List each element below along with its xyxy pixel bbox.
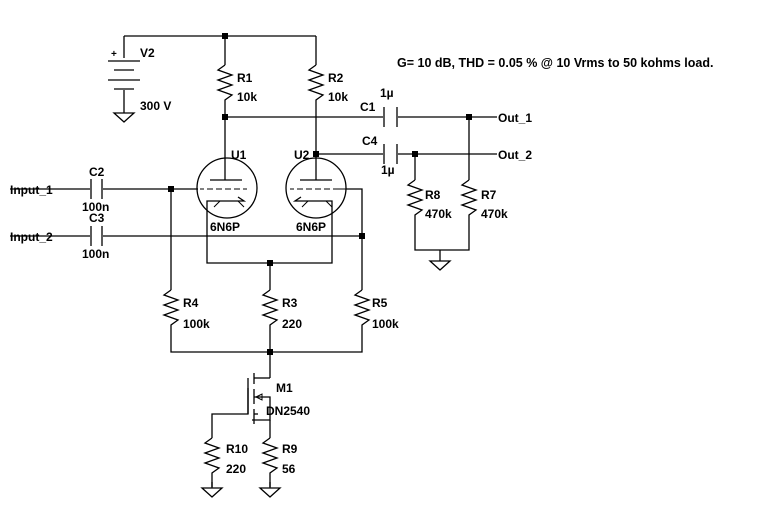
- r2-name-label: R2: [328, 71, 344, 85]
- resistor-r10: R10 220: [203, 437, 248, 487]
- capacitor-c4: C4 1µ: [362, 134, 398, 177]
- resistor-r9: R9 56: [261, 437, 298, 487]
- c1-name-label: C1: [360, 100, 376, 114]
- r8-value-label: 470k: [425, 207, 452, 221]
- c3-value-label: 100n: [82, 247, 109, 261]
- junction-dots: [168, 33, 472, 355]
- c1-value-label: 1µ: [380, 86, 394, 100]
- mosfet-m1: M1 DN2540: [247, 373, 310, 424]
- v2-name-label: V2: [140, 46, 155, 60]
- capacitor-c2: C2 100n: [82, 165, 109, 214]
- performance-annotation: G= 10 dB, THD = 0.05 % @ 10 Vrms to 50 k…: [397, 56, 713, 70]
- u2-name-label: U2: [294, 148, 310, 162]
- resistor-r2: R2 10k: [307, 64, 348, 105]
- r1-name-label: R1: [237, 71, 253, 85]
- u2-value-label: 6N6P: [296, 220, 326, 234]
- c4-value-label: 1µ: [381, 163, 395, 177]
- capacitor-c1: C1 1µ: [360, 86, 398, 127]
- r9-value-label: 56: [282, 462, 296, 476]
- r7-value-label: 470k: [481, 207, 508, 221]
- r9-name-label: R9: [282, 442, 298, 456]
- u1-name-label: U1: [231, 148, 247, 162]
- r4-name-label: R4: [183, 296, 199, 310]
- r4-value-label: 100k: [183, 317, 210, 331]
- r10-name-label: R10: [226, 442, 248, 456]
- c4-name-label: C4: [362, 134, 378, 148]
- out-1-port-label: Out_1: [498, 111, 532, 125]
- battery-v2: + V2 300 V: [108, 46, 171, 113]
- triode-u1: U1 6N6P: [196, 148, 258, 234]
- ground-symbol-r9: [258, 487, 282, 498]
- battery-plus-sign: +: [111, 49, 117, 60]
- c3-name-label: C3: [89, 211, 105, 225]
- u1-value-label: 6N6P: [210, 220, 240, 234]
- r5-name-label: R5: [372, 296, 388, 310]
- v2-value-label: 300 V: [140, 99, 171, 113]
- c2-name-label: C2: [89, 165, 105, 179]
- input-1-port-label: Input_1: [10, 183, 53, 197]
- r8-name-label: R8: [425, 188, 441, 202]
- r3-name-label: R3: [282, 296, 298, 310]
- out-2-port-label: Out_2: [498, 148, 532, 162]
- resistor-r3: R3 220: [261, 289, 302, 332]
- m1-name-label: M1: [276, 381, 293, 395]
- ground-symbol-r10: [200, 487, 224, 498]
- r3-value-label: 220: [282, 317, 302, 331]
- resistor-r4: R4 100k: [162, 289, 210, 332]
- c2-value-label: 100n: [82, 200, 109, 214]
- capacitor-c3: C3 100n: [82, 211, 109, 261]
- resistor-r1: R1 10k: [216, 64, 257, 105]
- r7-name-label: R7: [481, 188, 497, 202]
- resistor-r7: R7 470k: [460, 179, 508, 225]
- ground-symbol-v2: [112, 112, 136, 123]
- r5-value-label: 100k: [372, 317, 399, 331]
- r1-value-label: 10k: [237, 90, 257, 104]
- input-2-port-label: Input_2: [10, 230, 53, 244]
- m1-value-label: DN2540: [266, 404, 310, 418]
- resistor-r8: R8 470k: [406, 179, 452, 225]
- ground-symbol-outputs: [428, 260, 452, 271]
- r10-value-label: 220: [226, 462, 246, 476]
- r2-value-label: 10k: [328, 90, 348, 104]
- triode-u2: U2 6N6P: [285, 148, 347, 234]
- resistor-r5: R5 100k: [353, 289, 399, 332]
